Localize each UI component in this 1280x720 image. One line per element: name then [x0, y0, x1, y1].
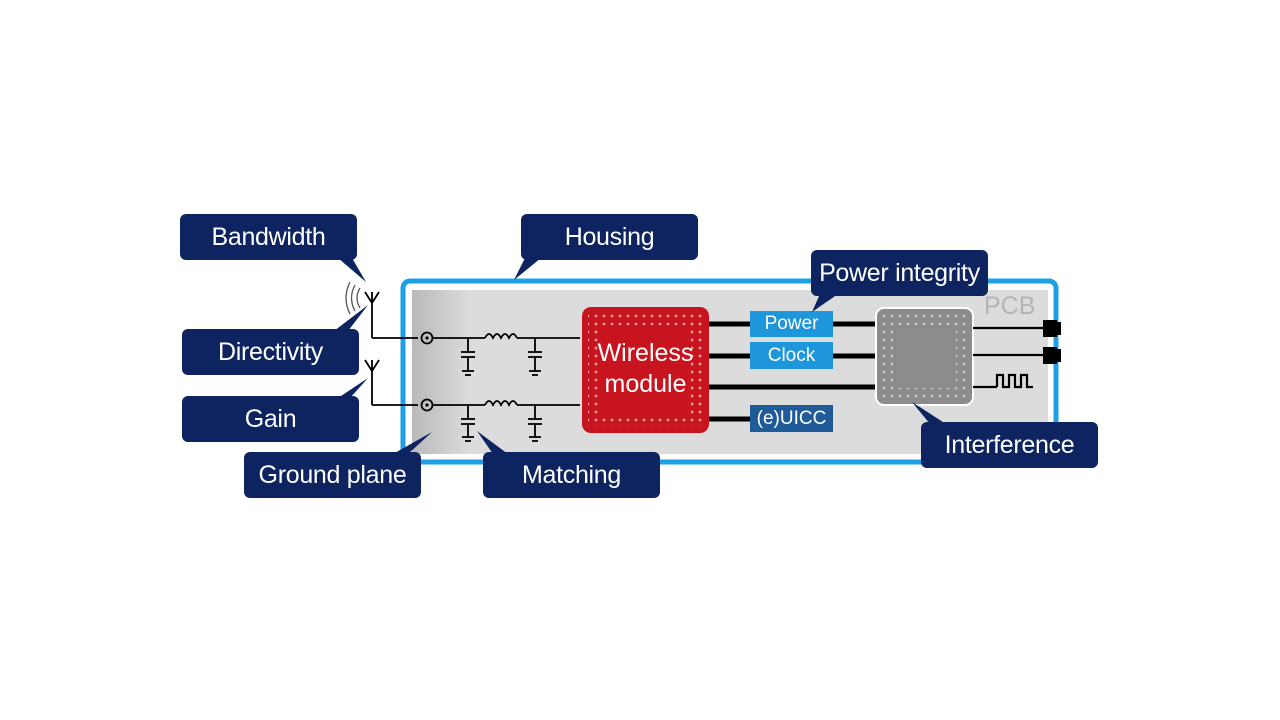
gain-callout: Gain [182, 396, 359, 442]
matching-network-top [433, 333, 580, 376]
euicc-label: (e)UICC [756, 407, 827, 429]
power-integrity-callout: Power integrity [811, 250, 988, 296]
directivity-callout: Directivity [182, 329, 359, 375]
matching-network-bottom [433, 400, 580, 442]
clock-label: Clock [767, 344, 816, 366]
ground-plane-area [412, 290, 470, 454]
radiation-waves-icon [345, 281, 361, 315]
ground-plane-callout: Ground plane [244, 452, 421, 498]
clock-signal-box [750, 342, 833, 369]
connector-icons [1043, 320, 1061, 364]
power-signal-box [750, 311, 833, 337]
module-label-line2: module [604, 370, 687, 398]
callout-pointers [334, 258, 946, 454]
pcb-label: PCB [984, 292, 1036, 320]
rf-port-bottom-icon [420, 398, 434, 412]
power-label: Power [764, 313, 819, 334]
matching-callout: Matching [483, 452, 660, 498]
housing-callout: Housing [521, 214, 698, 260]
antenna-bottom-icon [364, 359, 418, 406]
interference-callout: Interference [921, 422, 1098, 468]
wireless-module-label: Wireless module [582, 338, 709, 400]
module-label-line1: Wireless [597, 339, 694, 367]
bandwidth-callout: Bandwidth [180, 214, 357, 260]
antenna-top-icon [364, 291, 418, 339]
chip-output-lines [973, 326, 1045, 389]
euicc-box [750, 405, 833, 432]
rf-port-top-icon [420, 331, 434, 345]
